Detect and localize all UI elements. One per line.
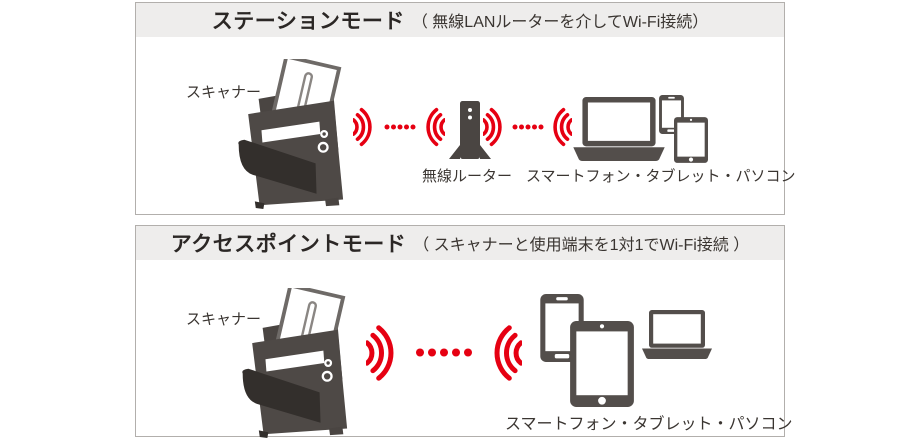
wifi-wave-in-icon	[484, 322, 522, 384]
scanner-label: スキャナー	[186, 84, 262, 101]
router-label: 無線ルーター	[421, 168, 512, 185]
tablet-icon	[674, 117, 708, 163]
station-mode-diagram: スキャナー 無線ルーター スマートフォン・タブレット・パソコン	[136, 37, 796, 214]
access-point-mode-diagram: スキャナー スマートフォン・タブレット・パソコン	[136, 260, 793, 438]
station-mode-title: ステーションモード	[211, 10, 405, 33]
access-point-mode-subtitle: （ スキャナーと使用端末を1対1でWi-Fi接続 ）	[413, 237, 750, 254]
wifi-wave-out-icon	[353, 107, 379, 147]
access-point-mode-title: アクセスポイントモード	[170, 233, 407, 256]
devices-label: スマートフォン・タブレット・パソコン	[505, 416, 793, 433]
laptop-icon	[642, 310, 712, 359]
devices-label: スマートフォン・タブレット・パソコン	[526, 168, 796, 185]
scanner-icon	[232, 59, 346, 209]
wifi-wave-out-icon	[483, 107, 509, 147]
wifi-dots-icon	[384, 124, 416, 130]
laptop-icon	[573, 97, 665, 161]
devices-cluster	[573, 95, 725, 165]
station-mode-panel: ステーションモード （ 無線LANルーターを介してWi-Fi接続） スキャナー …	[135, 2, 796, 215]
tablet-icon	[570, 321, 634, 407]
station-mode-header: ステーションモード （ 無線LANルーターを介してWi-Fi接続）	[136, 3, 784, 37]
scanner-icon	[236, 288, 350, 438]
station-mode-subtitle: （ 無線LANルーターを介してWi-Fi接続）	[411, 14, 709, 31]
wifi-wave-out-icon	[366, 322, 404, 384]
wifi-wave-in-icon	[419, 107, 445, 147]
wifi-dots-icon	[512, 124, 544, 130]
wifi-dots-icon	[415, 348, 473, 357]
wifi-wave-in-icon	[546, 107, 572, 147]
devices-cluster	[540, 292, 718, 407]
scanner-label: スキャナー	[186, 311, 262, 328]
access-point-mode-panel: アクセスポイントモード （ スキャナーと使用端末を1対1でWi-Fi接続 ） ス…	[135, 225, 793, 438]
access-point-mode-header: アクセスポイントモード （ スキャナーと使用端末を1対1でWi-Fi接続 ）	[136, 226, 784, 260]
